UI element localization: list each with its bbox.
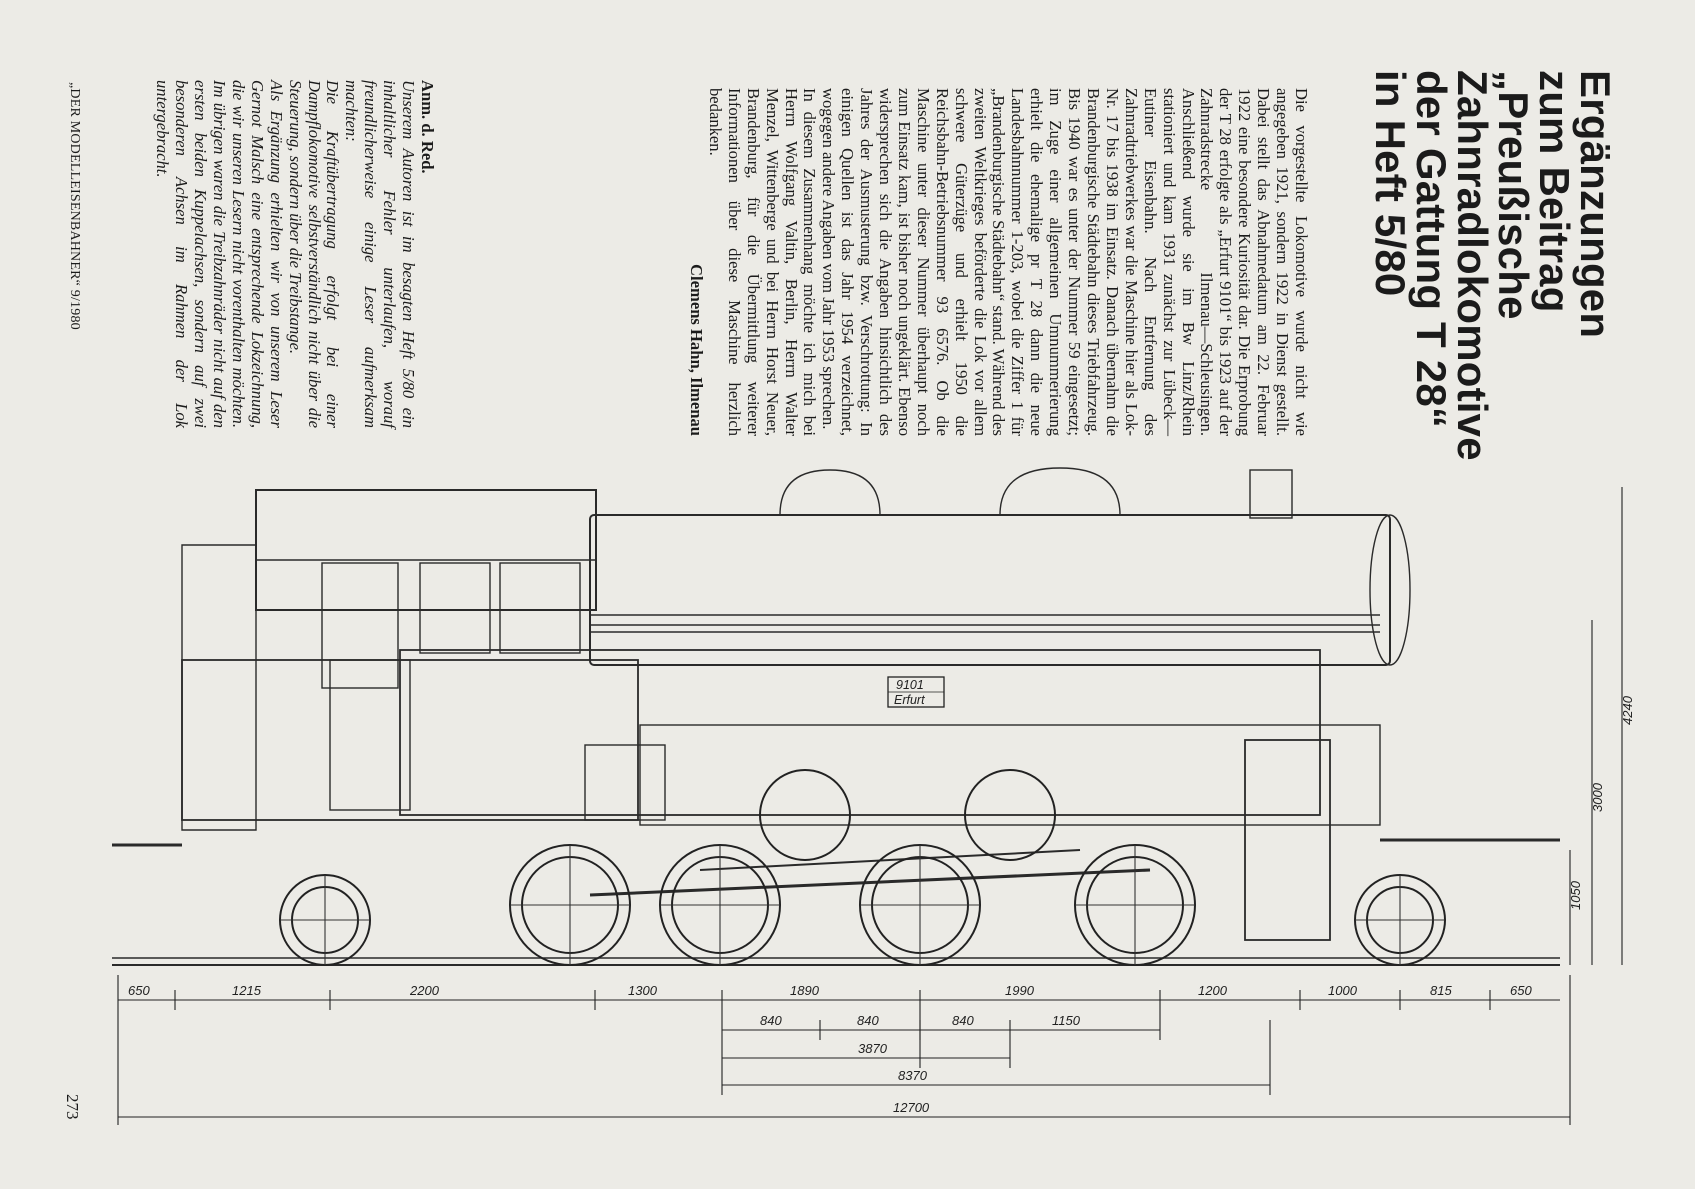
article-author: Clemens Hahn, Ilmenau [687, 264, 706, 436]
number-plate: 9101 Erfurt [887, 676, 945, 708]
editor-note-paragraph-3: Als Ergänzung erhielten wir von unserem … [153, 80, 286, 428]
dim-840-c: 840 [952, 1013, 974, 1028]
title-line-5: der Gattung T 28“ [1408, 70, 1455, 429]
plate-name: Erfurt [894, 693, 925, 707]
boiler [589, 514, 1391, 666]
cab [255, 489, 597, 611]
dim-1000: 1000 [1328, 983, 1358, 998]
title-line-2: zum Beitrag [1531, 70, 1578, 313]
dim-840-b: 840 [857, 1013, 879, 1028]
side-tank [399, 649, 1321, 816]
title-line-3: „Preußische [1490, 70, 1537, 320]
title-line-6: in Heft 5/80 [1367, 70, 1414, 297]
article-paragraph-2: In diesem Zusammenhang möchte ich mich b… [705, 88, 820, 436]
dim-1215: 1215 [232, 983, 262, 998]
magazine-footer: „DER MODELLEISENBAHNER“ 9/1980 [67, 82, 82, 330]
chimney [1249, 469, 1293, 519]
steam-dome [779, 469, 881, 516]
dim-1890: 1890 [790, 983, 820, 998]
page-number: 273 [63, 1094, 82, 1120]
article-body: Die vorgestellte Lokomotive wurde nicht … [686, 88, 1311, 436]
editor-note-paragraph-2: Die Kraftübertragung erfolgt bei einer D… [285, 80, 343, 428]
dim-1990: 1990 [1005, 983, 1035, 998]
dim-3870: 3870 [858, 1041, 888, 1056]
title-line-4: Zahnradlokomotive [1449, 70, 1496, 461]
dim-650-rear: 650 [128, 983, 150, 998]
title-line-1: Ergänzungen [1572, 70, 1619, 339]
plate-number: 9101 [896, 678, 924, 692]
editor-note-heading: Anm. d. Red. [418, 80, 437, 174]
dim-1200: 1200 [1198, 983, 1228, 998]
dim-4240: 4240 [1620, 695, 1635, 725]
dim-2200: 2200 [409, 983, 440, 998]
article-paragraph-1: Die vorgestellte Lokomotive wurde nicht … [819, 88, 1311, 436]
dim-1300: 1300 [628, 983, 658, 998]
sand-dome [999, 467, 1121, 516]
article-title: Ergänzungen zum Beitrag „Preußische Zahn… [1367, 70, 1619, 770]
editor-note: Anm. d. Red. Unserem Autoren ist im besa… [152, 80, 437, 428]
dim-840-a: 840 [760, 1013, 782, 1028]
dim-1150: 1150 [1052, 1013, 1081, 1028]
dim-8370: 8370 [898, 1068, 928, 1083]
editor-note-paragraph-1: Unserem Autoren ist im besagten Heft 5/8… [342, 80, 419, 428]
dim-12700: 12700 [893, 1100, 930, 1115]
dim-1050: 1050 [1568, 880, 1583, 910]
dim-815: 815 [1430, 983, 1452, 998]
dim-3000: 3000 [1590, 782, 1605, 812]
dim-650-front: 650 [1510, 983, 1532, 998]
